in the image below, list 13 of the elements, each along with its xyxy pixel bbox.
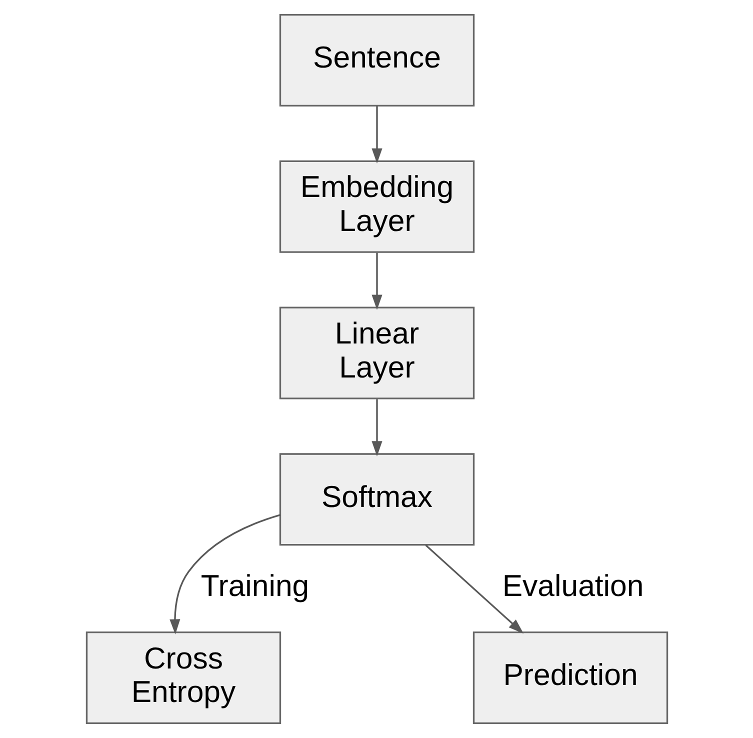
edge-label: Training <box>200 570 309 603</box>
edge-label: Evaluation <box>502 570 644 603</box>
arrow <box>371 399 382 456</box>
node-box: Sentence <box>278 14 474 106</box>
node-box: Linear Layer <box>278 306 474 400</box>
arrow <box>371 106 382 164</box>
node-box: Prediction <box>472 632 668 724</box>
node-box: Embedding Layer <box>278 160 474 253</box>
node-box: Cross Entropy <box>85 632 281 724</box>
arrow <box>424 544 524 634</box>
node-box: Softmax <box>278 453 474 546</box>
arrow <box>371 252 382 310</box>
arrow <box>169 514 280 634</box>
